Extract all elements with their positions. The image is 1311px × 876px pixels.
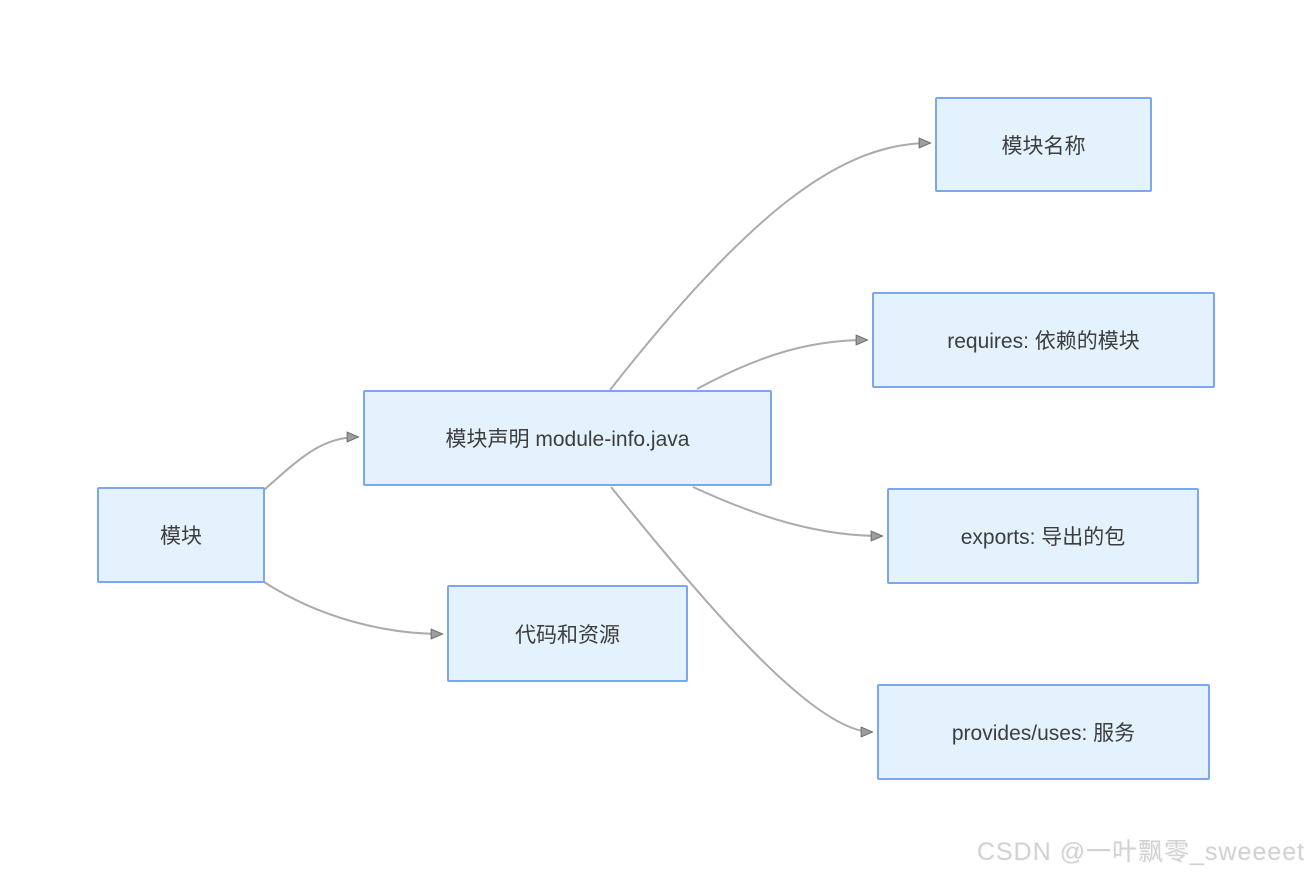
node-exports[interactable]: exports: 导出的包 [887,488,1199,584]
connector-module-to-code-resources [263,581,442,634]
node-provides-uses[interactable]: provides/uses: 服务 [877,684,1210,780]
node-module[interactable]: 模块 [97,487,265,583]
connector-declaration-to-requires [696,340,867,390]
node-module-label: 模块 [160,525,202,548]
node-module-declaration-label: 模块声明 module-info.java [445,428,690,451]
connector-declaration-to-exports [692,486,882,536]
node-module-name-label: 模块名称 [1001,134,1086,158]
node-code-and-resources[interactable]: 代码和资源 [447,585,688,682]
node-module-name[interactable]: 模块名称 [935,97,1152,192]
node-exports-label: exports: 导出的包 [960,526,1126,549]
node-code-and-resources-label: 代码和资源 [515,623,620,647]
node-requires-label: requires: 依赖的模块 [947,330,1140,353]
node-provides-uses-label: provides/uses: 服务 [951,722,1136,745]
node-requires[interactable]: requires: 依赖的模块 [872,292,1215,388]
watermark: CSDN @一叶飘零_sweeeet [976,838,1305,866]
node-module-declaration[interactable]: 模块声明 module-info.java [363,390,772,486]
connector-module-to-declaration [263,437,358,491]
